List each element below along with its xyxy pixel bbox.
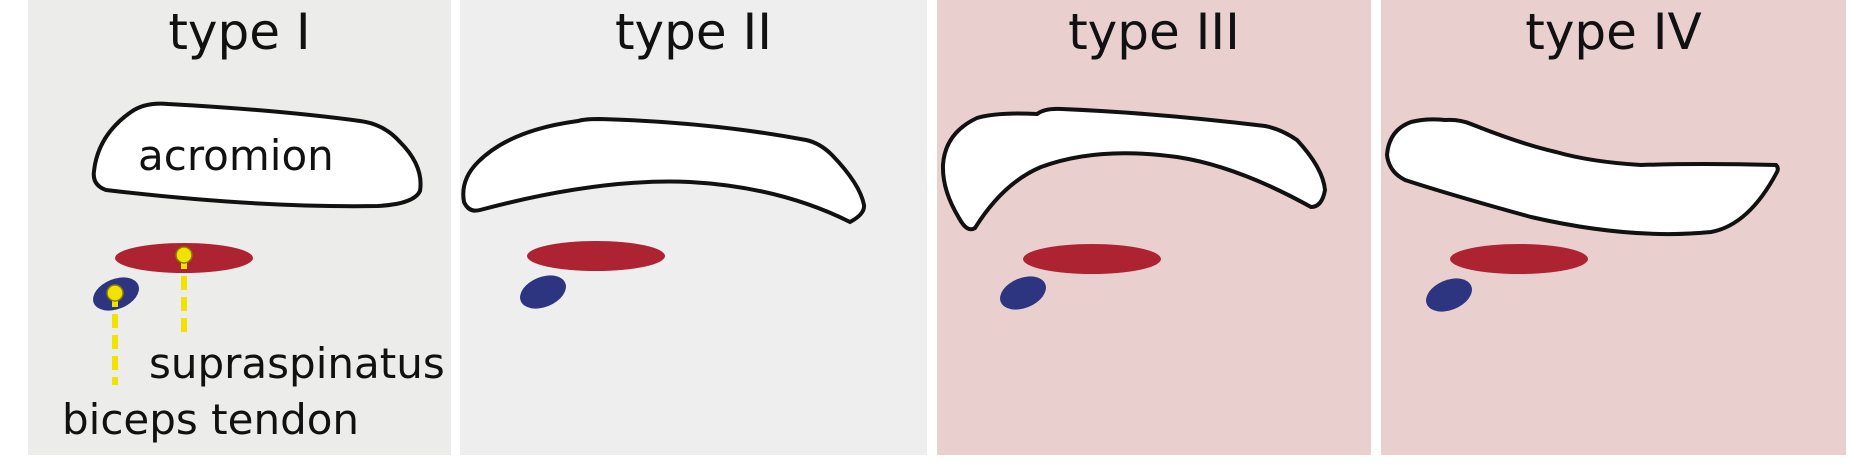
type-iii-drawing (940, 106, 1328, 310)
type-i-drawing (91, 101, 423, 385)
biceps-tendon (520, 275, 566, 309)
supraspinatus-muscle (527, 241, 665, 271)
acromion-shape (461, 116, 867, 225)
supraspinatus-label: supraspinatus (149, 339, 445, 388)
type-ii-drawing (461, 116, 867, 309)
acromion-shape (91, 101, 423, 209)
panel-title: type I (168, 3, 311, 61)
panel-title: type II (614, 3, 773, 61)
panel-type-ii: type II (460, 0, 927, 455)
panel-type-i: type I acromion supraspinatus biceps ten… (28, 0, 451, 455)
panel-type-iv: type IV (1381, 0, 1846, 455)
acromion-shape (940, 106, 1328, 232)
supraspinatus-pointer-dot (175, 246, 193, 264)
acromion-label: acromion (138, 131, 334, 180)
acromion-shape (1384, 117, 1780, 237)
biceps-tendon (1426, 278, 1472, 312)
panel-title: type IV (1525, 3, 1702, 61)
panel-title: type III (1068, 3, 1240, 61)
biceps-tendon (1000, 276, 1046, 310)
type-iv-drawing (1384, 117, 1780, 312)
biceps-tendon-label: biceps tendon (62, 395, 360, 444)
panel-type-iii: type III (937, 0, 1371, 455)
supraspinatus-muscle (1023, 244, 1161, 274)
supraspinatus-muscle (1450, 244, 1588, 274)
biceps-pointer-dot (106, 284, 124, 302)
